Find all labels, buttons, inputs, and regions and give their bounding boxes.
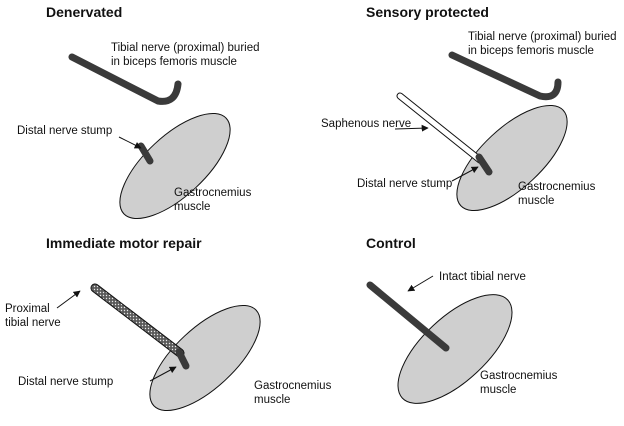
muscle-label: Gastrocnemius muscle [480,369,557,397]
stump-pointer-arrow [451,166,479,182]
muscle-label-line2: muscle [518,195,555,207]
muscle-label-line1: Gastrocnemius [174,187,252,199]
panel-title-denervated: Denervated [46,4,123,20]
muscle-label-line1: Gastrocnemius [254,380,332,392]
muscle-label: Gastrocnemius muscle [254,379,331,407]
distal-stump-label: Distal nerve stump [17,125,113,137]
muscle-label-line2: muscle [254,394,291,406]
tibial-nerve-label: Tibial nerve (proximal) buried in biceps… [468,30,617,58]
tibial-nerve-buried [448,51,562,101]
proximal-tibial-label: Proximal tibial nerve [5,302,61,330]
panel-title-immediate-motor-repair: Immediate motor repair [46,235,202,251]
tibial-nerve-label-line1: Tibial nerve (proximal) buried [111,42,260,54]
tibial-nerve-label-line2: in biceps femoris muscle [468,45,594,57]
muscle-label-line2: muscle [174,201,211,213]
distal-nerve-stump [175,348,190,370]
stump-pointer-arrow [118,136,142,149]
proximal-tibial-nerve [91,284,184,357]
muscle-label: Gastrocnemius muscle [518,180,595,208]
panel-title-sensory-protected: Sensory protected [366,4,489,20]
proximal-tibial-label-line2: tibial nerve [5,317,61,329]
gastrocnemius-muscle [456,104,568,212]
proximal-pointer-arrow [56,290,81,309]
saphenous-pointer-arrow [394,124,429,132]
muscle-label: Gastrocnemius muscle [174,186,251,214]
intact-pointer-arrow [407,275,434,292]
muscle-label-line1: Gastrocnemius [480,370,558,382]
panel-denervated [68,53,231,220]
tibial-nerve-label: Tibial nerve (proximal) buried in biceps… [111,41,260,69]
saphenous-nerve [397,93,483,163]
panel-title-control: Control [366,235,416,251]
muscle-label-line2: muscle [480,384,517,396]
panel-immediate-motor-repair [56,283,261,412]
intact-tibial-nerve [366,281,450,352]
tibial-nerve-label-line1: Tibial nerve (proximal) buried [468,31,617,43]
proximal-tibial-label-line1: Proximal [5,303,50,315]
muscle-label-line1: Gastrocnemius [518,181,596,193]
distal-stump-label: Distal nerve stump [357,178,453,190]
gastrocnemius-muscle [397,294,513,404]
panel-control [366,275,513,404]
stump-pointer-arrow [149,366,177,382]
panel-sensory-protected [394,51,568,212]
gastrocnemius-muscle [149,304,261,412]
distal-nerve-stump [475,153,493,176]
distal-nerve-stump [137,142,154,165]
tibial-nerve-buried [68,53,182,105]
gastrocnemius-muscle [119,112,231,220]
tibial-nerve-label-line2: in biceps femoris muscle [111,56,237,68]
saphenous-nerve-label: Saphenous nerve [321,118,412,130]
intact-tibial-label: Intact tibial nerve [439,271,526,283]
distal-stump-label: Distal nerve stump [18,376,114,388]
